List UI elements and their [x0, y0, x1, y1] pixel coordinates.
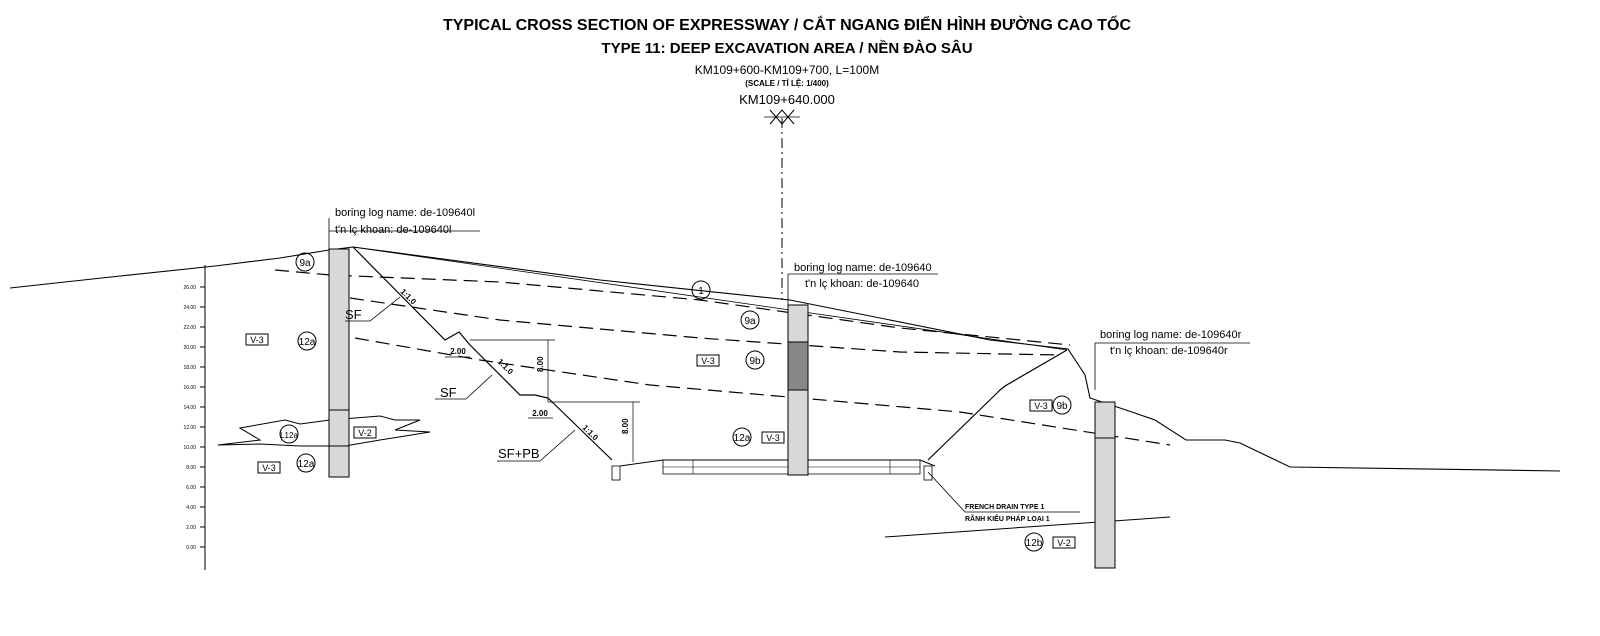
borehole-center-name: boring log name: de-109640 [794, 262, 932, 274]
elevation-scale: 26.00 24.00 22.00 20.00 18.00 16.00 14.00 12.00… [183, 265, 206, 570]
lens-l12a [217, 415, 431, 447]
elevation-tick-label: 26.00 [183, 285, 196, 291]
elevation-tick-label: 6.00 [186, 485, 196, 491]
borehole-right: boring log name: de-109640r t'n lç khoan… [1094, 329, 1250, 569]
borehole-left-name-vn: t'n lç khoan: de-109640l [335, 224, 451, 236]
layer-label: 12a [734, 433, 751, 444]
sfpb-label: SF+PB [498, 446, 540, 461]
elevation-tick-label: 18.00 [183, 365, 196, 371]
bench-height: 8.00 [536, 356, 545, 372]
weathering-tag: V-2 [358, 428, 372, 438]
sf-label: SF [440, 385, 457, 400]
slope-protection-callouts: SF SF SF+PB [345, 296, 576, 462]
drawing-title: TYPICAL CROSS SECTION OF EXPRESSWAY / CẮ… [443, 14, 1131, 34]
layer-label: 12a [299, 337, 316, 348]
layer-label: 9b [749, 356, 761, 367]
elevation-tick-label: 10.00 [183, 445, 196, 451]
drawing-subtitle: TYPE 11: DEEP EXCAVATION AREA / NỀN ĐÀO … [601, 39, 972, 57]
weathering-tag: V-3 [250, 335, 264, 345]
sf-label: SF [345, 307, 362, 322]
bench-width: 2.00 [450, 347, 466, 356]
layer-label: 12a [298, 459, 315, 470]
french-drain-label-vn: RÃNH KIỂU PHÁP LOẠI 1 [965, 514, 1050, 523]
layer-boundary-9b-12a [354, 337, 1171, 446]
layer-label: 12b [1026, 538, 1043, 549]
chainage-range: KM109+600-KM109+700, L=100M [695, 63, 879, 77]
elevation-tick-label: 4.00 [186, 505, 196, 511]
layer-boundary-1-9a [274, 269, 1071, 346]
borehole-left: boring log name: de-109640l t'n lç khoan… [328, 207, 480, 478]
weathering-tag: V-3 [701, 356, 715, 366]
cut-top-line [352, 246, 1068, 351]
layer-label: 9a [744, 316, 756, 327]
centerline [764, 109, 800, 300]
borehole-right-name: boring log name: de-109640r [1100, 329, 1242, 341]
scale-note: (SCALE / TỈ LỆ: 1/400) [745, 79, 829, 88]
weathering-tag: V-3 [262, 463, 276, 473]
rock-line [884, 516, 1171, 538]
bench-height: 8.00 [621, 418, 630, 434]
cut-slope-right [927, 349, 1068, 461]
bench-width: 2.00 [532, 409, 548, 418]
existing-ground-line [9, 246, 1561, 472]
weathering-tag: V-3 [766, 433, 780, 443]
layer-label: L12a [280, 431, 298, 440]
borehole-left-name: boring log name: de-109640l [335, 207, 475, 219]
french-drain-label: FRENCH DRAIN TYPE 1 [965, 504, 1044, 511]
station-label: KM109+640.000 [739, 92, 835, 107]
weathering-tag: V-2 [1057, 538, 1071, 548]
dimensions: 2.00 2.00 8.00 8.00 [445, 339, 640, 462]
borehole-center-name-vn: t'n lç khoan: de-109640 [805, 278, 919, 290]
elevation-tick-label: 20.00 [183, 345, 196, 351]
layer-label: 9b [1056, 401, 1068, 412]
borehole-right-name-vn: t'n lç khoan: de-109640r [1110, 345, 1228, 357]
elevation-tick-label: 12.00 [183, 425, 196, 431]
elevation-tick-label: 24.00 [183, 305, 196, 311]
borehole-center: boring log name: de-109640 t'n lç khoan:… [787, 262, 938, 476]
french-drain-callout: FRENCH DRAIN TYPE 1 RÃNH KIỂU PHÁP LOẠI … [927, 471, 1080, 523]
elevation-tick-label: 2.00 [186, 525, 196, 531]
elevation-tick-label: 0.00 [186, 545, 196, 551]
layer-label: 1 [698, 286, 704, 297]
pavement [611, 459, 936, 481]
layer-markers: 9a 12a 12a L12a 1 9a 9b 12a 9b 12b [279, 252, 1072, 552]
elevation-tick-label: 8.00 [186, 465, 196, 471]
elevation-tick-label: 14.00 [183, 405, 196, 411]
cut-slope-left [352, 246, 613, 461]
layer-label: 9a [299, 258, 311, 269]
elevation-tick-label: 22.00 [183, 325, 196, 331]
weathering-tags: V-3 V-2 V-3 V-3 V-3 V-3 V-2 [245, 333, 1076, 549]
weathering-tag: V-3 [1034, 401, 1048, 411]
elevation-tick-label: 16.00 [183, 385, 196, 391]
